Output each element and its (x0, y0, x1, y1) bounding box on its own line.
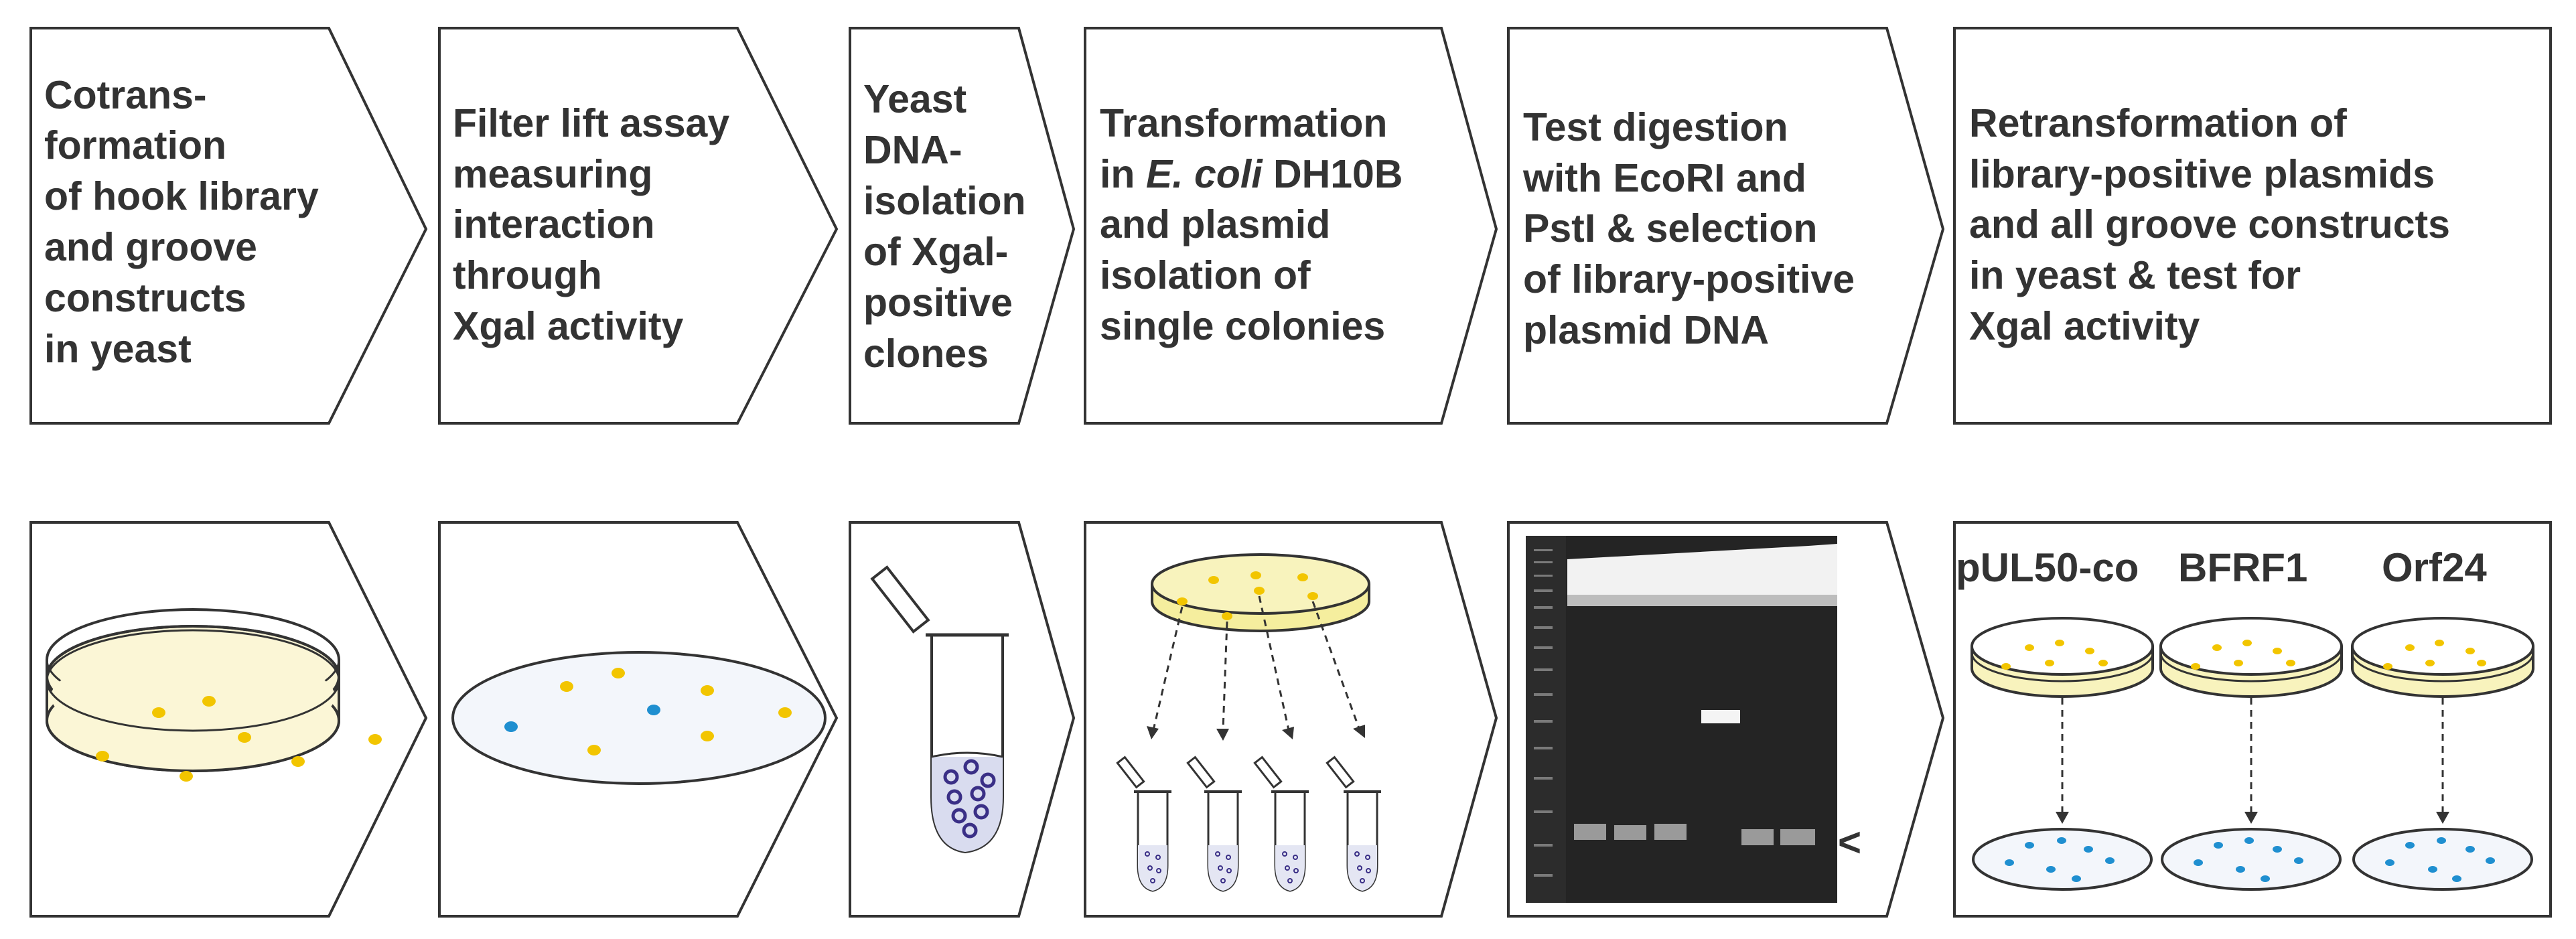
step-6-text: Retransformation of library-positive pla… (1969, 101, 2461, 348)
yellow-plate-3 (2351, 617, 2534, 698)
small-tube (1253, 755, 1309, 892)
plate-colonies (1177, 571, 1318, 620)
yellow-plate-2 (2159, 617, 2343, 698)
small-tube (1326, 755, 1381, 892)
step-5-text: Test digestion with EcoRI and PstI & sel… (1522, 105, 1865, 352)
positive-band (1701, 710, 1740, 723)
yellow-plate-1 (1971, 617, 2154, 698)
label-orf24: Orf24 (2382, 545, 2487, 590)
filter-icon (451, 651, 827, 785)
blue-filter-1 (1972, 828, 2153, 891)
picking-arrowheads (1147, 725, 1365, 741)
blue-filter-3 (2352, 828, 2533, 891)
purple-cells (943, 759, 996, 839)
yellow-colonies (96, 696, 382, 782)
panel-5-gel: < (1507, 521, 1945, 918)
step-1-box: Cotrans- formation of hook library and g… (29, 27, 428, 425)
step-2-text: Filter lift assay measuring interaction … (453, 101, 741, 348)
panel-3-tube (849, 521, 1076, 918)
petri-dish-icon (46, 608, 382, 782)
picking-arrows (1152, 595, 1361, 731)
step-4-box: Transformation in E. coli DH10B and plas… (1084, 27, 1498, 425)
panel-2-filter (438, 521, 839, 918)
gel-marker: < (1838, 820, 1861, 865)
step-6-box: Retransformation of library-positive pla… (1953, 27, 2552, 425)
label-bfrf1: BFRF1 (2178, 545, 2307, 590)
blue-filter-2 (2161, 828, 2342, 891)
small-tubes (1116, 755, 1381, 892)
tube-icon (870, 565, 1009, 854)
ladder-bands (1534, 549, 1553, 877)
panel-4-transformation (1084, 521, 1498, 918)
step-4-text: Transformation in E. coli DH10B and plas… (1100, 101, 1414, 348)
step-5-box: Test digestion with EcoRI and PstI & sel… (1507, 27, 1945, 425)
sample-bands (1574, 824, 1815, 845)
connector-arrowheads (2056, 812, 2449, 824)
step-3-box: Yeast DNA- isolation of Xgal- positive c… (849, 27, 1076, 425)
small-tube (1186, 755, 1242, 892)
step-1-text: Cotrans- formation of hook library and g… (44, 73, 330, 371)
label-pul50-co: pUL50-co (1956, 545, 2139, 590)
step-2-box: Filter lift assay measuring interaction … (438, 27, 839, 425)
gel-image (1526, 536, 1837, 903)
filter-yellow-colonies (560, 668, 792, 755)
plate-connectors (2061, 698, 2444, 814)
panel-6-retransformation: pUL50-co BFRF1 Orf24 (1953, 521, 2552, 918)
step-3-text: Yeast DNA- isolation of Xgal- positive c… (863, 77, 1037, 376)
filter-blue-colonies (504, 705, 660, 732)
agar-plate-icon (1151, 553, 1370, 632)
small-tube (1116, 755, 1171, 892)
panel-1-petri-dish (29, 521, 428, 918)
